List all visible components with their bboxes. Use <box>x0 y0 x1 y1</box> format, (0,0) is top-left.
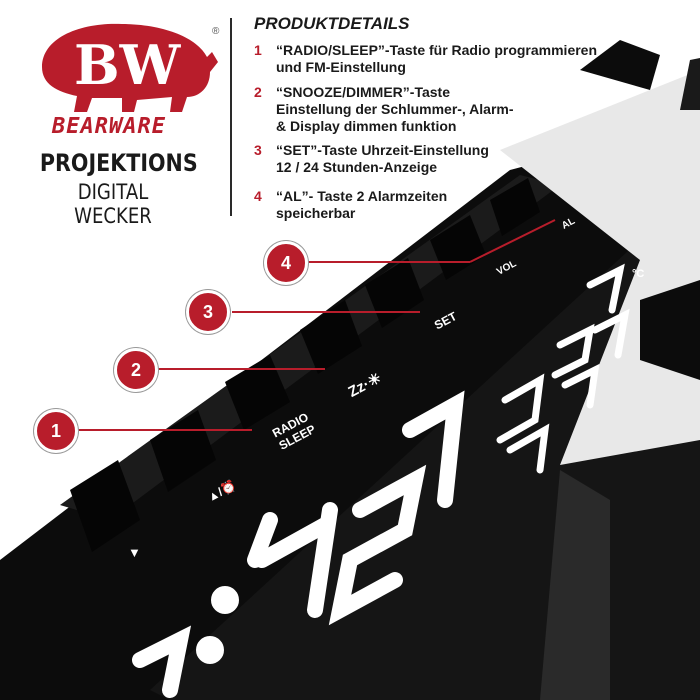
detail-line: “AL”- Taste 2 Alarmzeiten <box>276 188 448 204</box>
detail-number: 2 <box>254 84 262 100</box>
product-title: PROJEKTIONS <box>39 149 198 177</box>
callout-marker-3: 3 <box>186 290 230 334</box>
details-heading: PRODUKTDETAILS <box>254 14 410 33</box>
brand-name: BEARWARE <box>52 114 166 139</box>
detail-line: & Display dimmen funktion <box>276 118 457 134</box>
date-digits <box>496 263 630 474</box>
down-arrow-icon: ▼ <box>128 545 141 560</box>
detail-line: Einstellung der Schlummer-, Alarm- <box>276 101 514 117</box>
monogram: BW <box>74 33 182 97</box>
detail-line: speicherbar <box>276 205 356 221</box>
detail-number: 3 <box>254 142 262 158</box>
callout-marker-2: 2 <box>114 348 158 392</box>
bear-icon: BW <box>42 23 218 112</box>
detail-line: “SET”-Taste Uhrzeit-Einstellung <box>276 142 489 158</box>
callout-marker-4: 4 <box>264 241 308 285</box>
detail-number: 4 <box>254 188 262 204</box>
detail-line: 12 / 24 Stunden-Anzeige <box>276 159 438 175</box>
detail-line: “RADIO/SLEEP”-Taste für Radio programmie… <box>276 42 598 58</box>
callout-lines <box>72 219 556 431</box>
time-digits <box>132 390 465 698</box>
detail-line: “SNOOZE/DIMMER”-Taste <box>276 84 450 100</box>
brand-logo: BW ® <box>22 12 222 142</box>
product-subtitle: DIGITAL WECKER <box>74 180 152 228</box>
registered-mark: ® <box>212 26 220 37</box>
detail-number: 1 <box>254 42 262 58</box>
callout-marker-1: 1 <box>34 409 78 453</box>
detail-line: und FM-Einstellung <box>276 59 406 75</box>
vertical-divider <box>230 18 232 216</box>
celsius-unit: °C <box>632 268 645 280</box>
